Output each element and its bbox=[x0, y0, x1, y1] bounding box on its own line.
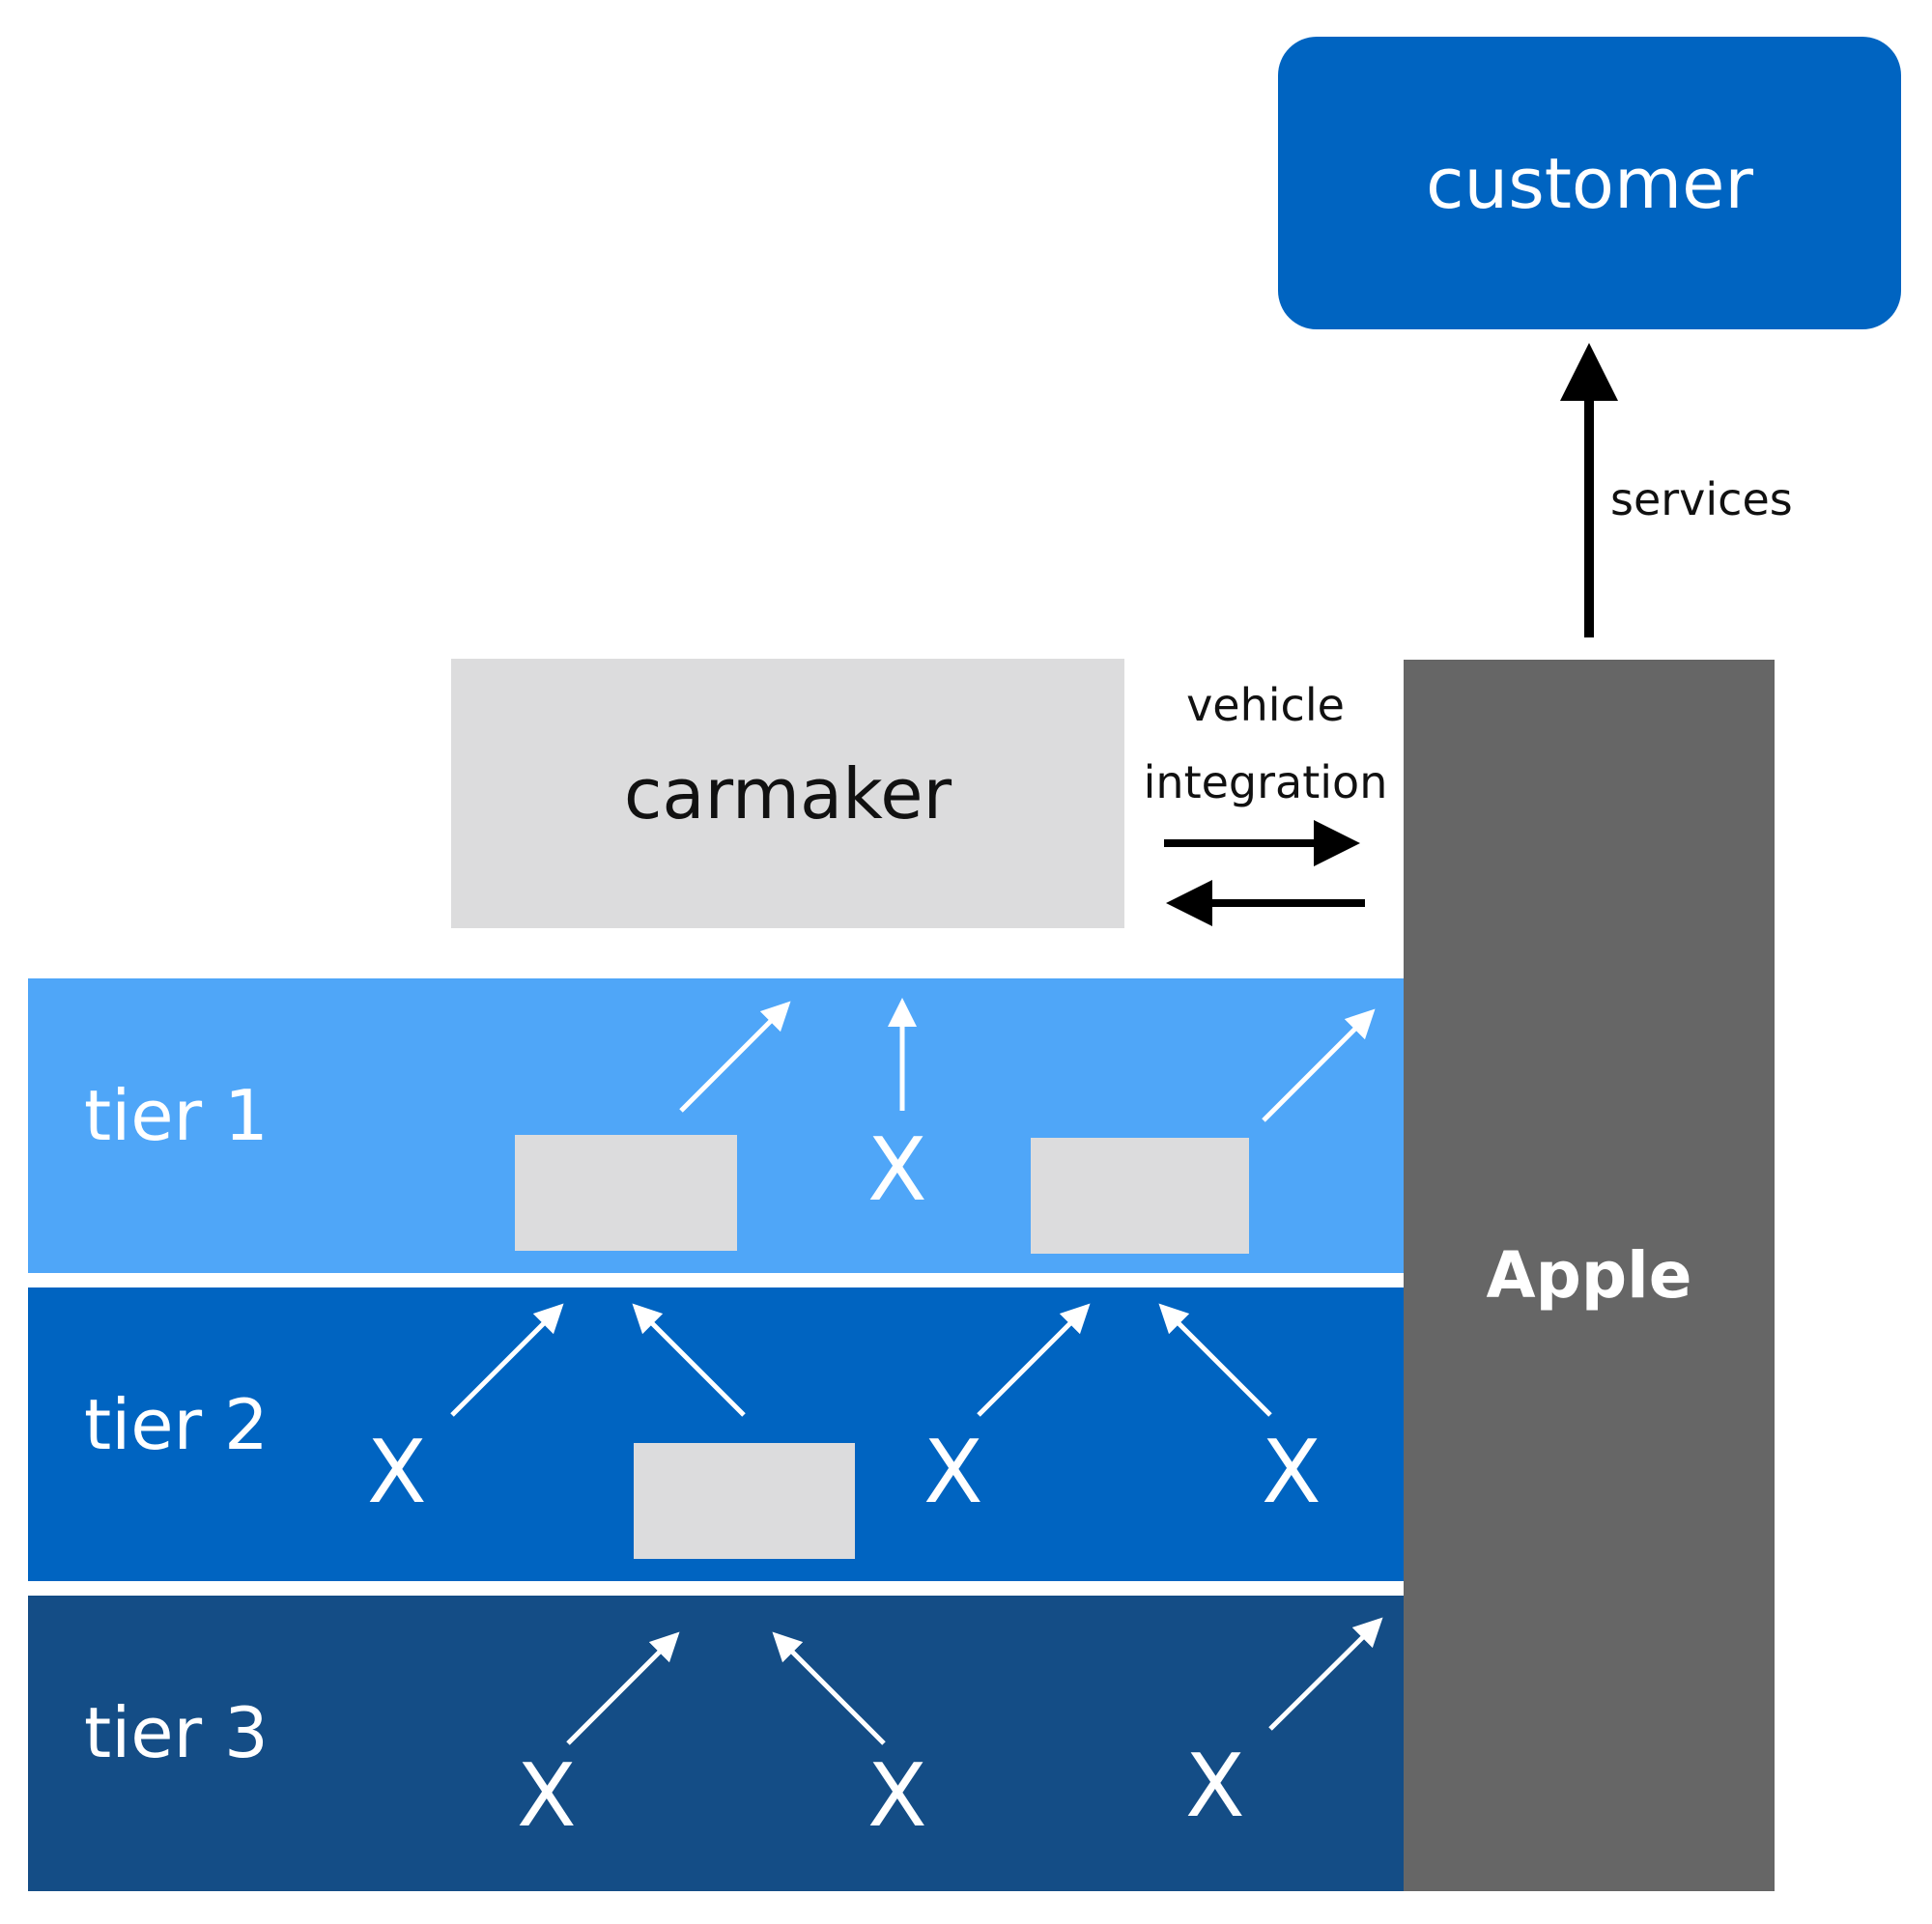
excluded-supplier-mark: X bbox=[923, 1422, 983, 1523]
supply-arrow bbox=[1262, 1008, 1376, 1122]
customer-box: customer bbox=[1278, 37, 1901, 329]
excluded-supplier-mark: X bbox=[1262, 1422, 1321, 1523]
services-label: services bbox=[1610, 473, 1793, 525]
supply-arrow bbox=[977, 1303, 1091, 1417]
tier-3-band: tier 3 bbox=[28, 1596, 1405, 1891]
excluded-supplier-mark: X bbox=[517, 1745, 577, 1847]
vehicle-integration-line2: integration bbox=[1143, 756, 1388, 808]
supply-arrow bbox=[632, 1303, 746, 1417]
supply-arrow bbox=[1268, 1617, 1383, 1731]
tier-2-label: tier 2 bbox=[84, 1384, 269, 1465]
tier-2-supplier-box bbox=[634, 1443, 855, 1559]
apple-label: Apple bbox=[1486, 1238, 1692, 1313]
carmaker-box: carmaker bbox=[451, 659, 1124, 928]
supply-arrow bbox=[566, 1631, 680, 1745]
supply-arrow bbox=[772, 1631, 886, 1745]
apple-column: Apple bbox=[1404, 660, 1775, 1891]
excluded-supplier-mark: X bbox=[867, 1119, 927, 1221]
excluded-supplier-mark: X bbox=[867, 1745, 927, 1847]
vehicle-integration-line1: vehicle bbox=[1186, 679, 1345, 731]
carmaker-label: carmaker bbox=[623, 752, 952, 835]
supply-arrow bbox=[1158, 1303, 1272, 1417]
tier-1-label: tier 1 bbox=[84, 1075, 269, 1156]
vehicle-integration-label: vehicle integration bbox=[1140, 666, 1391, 821]
excluded-supplier-mark: X bbox=[367, 1422, 427, 1523]
tier-1-supplier-box bbox=[515, 1135, 737, 1251]
supply-arrow bbox=[450, 1303, 564, 1417]
supply-arrow bbox=[679, 1001, 791, 1113]
customer-label: customer bbox=[1425, 142, 1754, 224]
excluded-supplier-mark: X bbox=[1185, 1736, 1245, 1837]
tier-3-label: tier 3 bbox=[84, 1692, 269, 1773]
tier-1-supplier-box bbox=[1031, 1138, 1249, 1254]
